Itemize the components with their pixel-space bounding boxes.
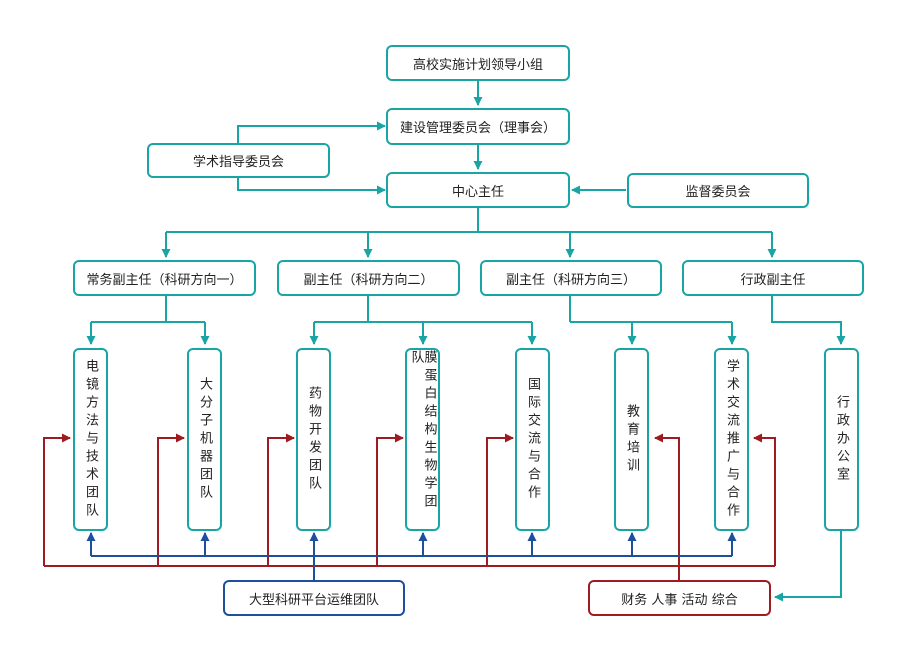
team-node: 电镜方法与技术团队 xyxy=(73,348,108,531)
leadership-group-node: 高校实施计划领导小组 xyxy=(386,45,570,81)
team-label: 行政办公室 xyxy=(834,394,849,485)
team-node: 行政办公室 xyxy=(824,348,859,531)
platform-maintenance-node: 大型科研平台运维团队 xyxy=(223,580,405,616)
academic-committee-node: 学术指导委员会 xyxy=(147,143,330,178)
team-node: 学术交流推广与合作 xyxy=(714,348,749,531)
team-label: 大分子机器团队 xyxy=(197,376,212,503)
deputy-node: 行政副主任 xyxy=(682,260,864,296)
admin-support-node: 财务 人事 活动 综合 xyxy=(588,580,771,616)
team-node: 药物开发团队 xyxy=(296,348,331,531)
team-node: 教育培训 xyxy=(614,348,649,531)
deputy-node: 副主任（科研方向三） xyxy=(480,260,662,296)
team-label: 教育培训 xyxy=(624,403,639,476)
board-committee-node: 建设管理委员会（理事会） xyxy=(386,108,570,145)
team-label: 国际交流与合作 xyxy=(525,376,540,503)
deputy-node: 常务副主任（科研方向一） xyxy=(73,260,256,296)
team-label: 药物开发团队 xyxy=(306,385,321,494)
supervision-committee-node: 监督委员会 xyxy=(627,173,809,208)
team-label: 电镜方法与技术团队 xyxy=(83,358,98,521)
team-label: 膜蛋白结构生物学团队 xyxy=(408,350,437,512)
deputy-node: 副主任（科研方向二） xyxy=(277,260,460,296)
center-director-node: 中心主任 xyxy=(386,172,570,208)
team-label: 学术交流推广与合作 xyxy=(724,358,739,521)
team-node: 膜蛋白结构生物学团队 xyxy=(405,348,440,531)
team-node: 大分子机器团队 xyxy=(187,348,222,531)
team-node: 国际交流与合作 xyxy=(515,348,550,531)
